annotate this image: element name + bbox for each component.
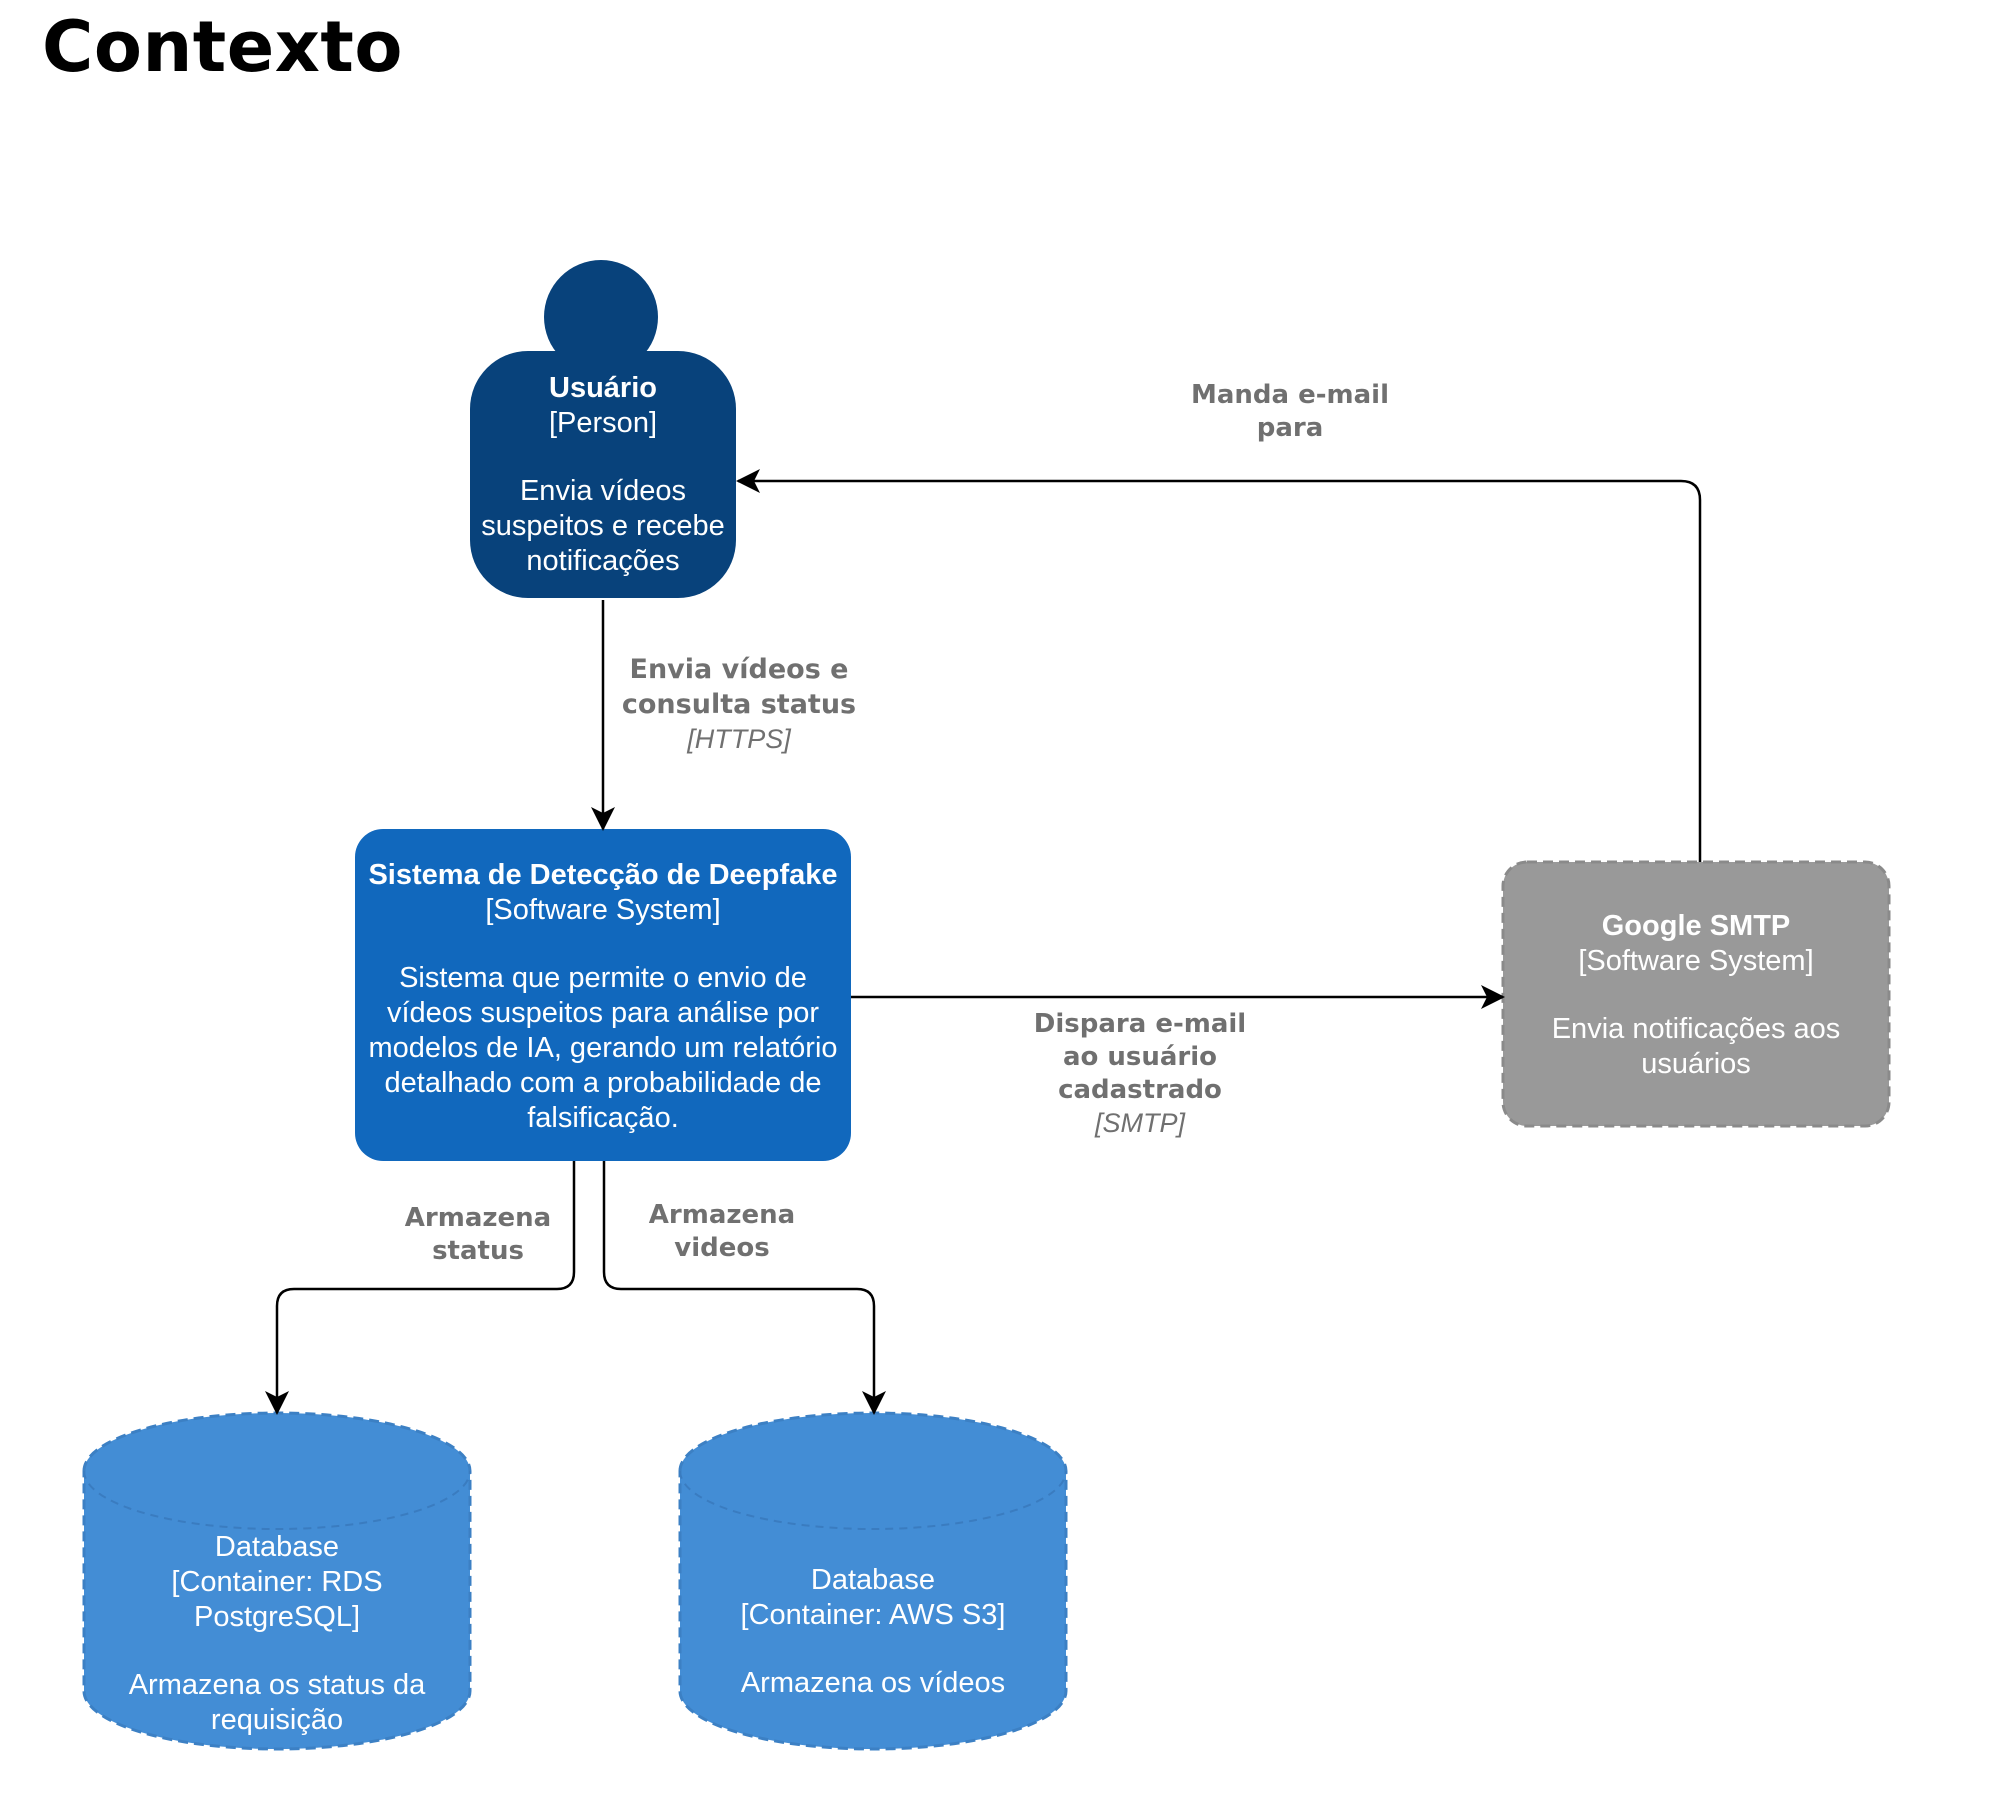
user-name: Usuário [549, 372, 657, 404]
edge-system-to-db-status-text: Armazena status [404, 1203, 552, 1266]
db-videos-name: Database [810, 1564, 936, 1596]
edge-system-to-smtp-label: Dispara e-mail ao usuário cadastrado [SM… [1020, 1008, 1260, 1140]
person-head-shape [544, 260, 658, 374]
user-person-node[interactable] [470, 260, 736, 598]
smtp-type: [Software System] [1578, 945, 1814, 977]
diagram-title: Contexto [42, 6, 403, 88]
system-type: [Software System] [485, 894, 721, 926]
smtp-node-text: Google SMTP [Software System] Envia noti… [1510, 909, 1882, 1082]
deepfake-system-node[interactable] [355, 829, 851, 1161]
db-status-description: Armazena os status da requisição [128, 1669, 426, 1736]
edge-user-to-system-tech: [HTTPS] [687, 724, 791, 754]
edge-user-to-system-text: Envia vídeos e consulta status [621, 654, 857, 720]
edge-smtp-to-user-text: Manda e-mail para [1190, 380, 1390, 443]
edge-smtp-to-user[interactable] [736, 469, 1702, 862]
db-status-name: Database [214, 1531, 340, 1563]
edge-system-to-db-videos-label: Armazena videos [642, 1199, 802, 1265]
db-videos-description: Armazena os vídeos [740, 1667, 1006, 1699]
db-videos-node-text: Database [Container: AWS S3] Armazena os… [706, 1563, 1040, 1701]
db-status-cylinder [82, 1411, 472, 1751]
system-description: Sistema que permite o envio de vídeos su… [368, 962, 838, 1134]
edge-system-to-smtp-text: Dispara e-mail ao usuário cadastrado [1033, 1009, 1247, 1105]
db-status-node[interactable] [82, 1411, 472, 1751]
edge-system-to-db-status-label: Armazena status [398, 1202, 558, 1268]
db-videos-cylinder-rim [679, 1470, 1067, 1530]
edge-user-to-system-label: Envia vídeos e consulta status [HTTPS] [614, 652, 864, 757]
db-videos-cylinder [678, 1411, 1068, 1751]
edge-system-to-db-status[interactable] [265, 1161, 576, 1415]
edge-smtp-to-user-label: Manda e-mail para [1180, 379, 1400, 445]
db-videos-type: [Container: AWS S3] [740, 1599, 1006, 1631]
db-status-type: [Container: RDS PostgreSQL] [171, 1566, 383, 1633]
db-status-node-text: Database [Container: RDS PostgreSQL] Arm… [110, 1530, 444, 1738]
db-status-cylinder-rim [83, 1470, 471, 1530]
edge-system-to-smtp-tech: [SMTP] [1094, 1108, 1185, 1138]
smtp-name: Google SMTP [1601, 910, 1791, 942]
user-node-text: Usuário [Person] Envia vídeos suspeitos … [472, 371, 734, 579]
system-name: Sistema de Detecção de Deepfake [368, 859, 838, 891]
edge-system-to-db-videos[interactable] [602, 1161, 886, 1415]
user-type: [Person] [549, 407, 657, 439]
edge-system-to-db-videos-text: Armazena videos [648, 1200, 796, 1263]
smtp-description: Envia notificações aos usuários [1551, 1013, 1841, 1080]
person-body-shape [470, 351, 736, 598]
user-description: Envia vídeos suspeitos e recebe notifica… [481, 475, 725, 577]
db-videos-node[interactable] [678, 1411, 1068, 1751]
system-node-text: Sistema de Detecção de Deepfake [Softwar… [362, 858, 844, 1136]
